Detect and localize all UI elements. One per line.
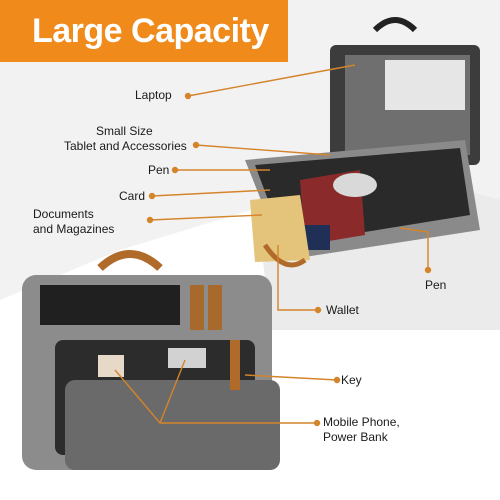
dot-key: [333, 376, 341, 384]
upper-bag: [245, 17, 480, 268]
dot-pen-right: [424, 266, 432, 274]
strap-left: [190, 285, 204, 330]
label-documents: Documents: [33, 207, 94, 221]
lower-bag: [22, 250, 280, 470]
label-small-size: Small Size: [96, 124, 153, 138]
mouse-device: [333, 173, 377, 197]
leader-key: [244, 374, 338, 381]
leader-card: [151, 189, 271, 197]
headline-title: Large Capacity: [32, 12, 269, 50]
dot-pen-left: [171, 166, 179, 174]
leader-laptop: [187, 64, 356, 97]
lower-bag-top-panel: [40, 285, 180, 325]
power-bank-device: [168, 348, 206, 368]
label-key: Key: [341, 373, 362, 387]
dot-wallet: [314, 306, 322, 314]
label-mobile-phone: Mobile Phone,: [323, 415, 400, 429]
dot-card: [148, 192, 156, 200]
headline-banner: [0, 0, 288, 62]
leader-lines: [114, 64, 432, 427]
strap-right: [208, 285, 222, 330]
documents-stack: [250, 195, 310, 262]
front-flap: [65, 380, 280, 470]
dot-mobile: [313, 419, 321, 427]
label-pen-right: Pen: [425, 278, 447, 292]
label-card: Card: [119, 189, 146, 203]
upper-handle: [372, 17, 418, 33]
dot-laptop: [184, 92, 192, 100]
upper-strap: [262, 243, 307, 268]
leader-power-bank: [159, 359, 186, 424]
label-magazines: and Magazines: [33, 222, 115, 236]
label-tablet-accessories: Tablet and Accessories: [64, 139, 187, 153]
label-pen-left: Pen: [148, 163, 170, 177]
lower-handle: [97, 250, 163, 272]
label-wallet: Wallet: [326, 303, 359, 317]
dot-documents: [146, 216, 154, 224]
phone-device: [98, 355, 124, 377]
laptop-device: [385, 60, 465, 110]
leader-tablet: [195, 144, 331, 156]
label-power-bank: Power Bank: [323, 430, 388, 444]
key-strap: [230, 340, 240, 390]
leader-wallet: [277, 245, 318, 311]
dot-tablet: [192, 141, 200, 149]
leader-pen-right: [399, 227, 429, 270]
label-laptop: Laptop: [135, 88, 172, 102]
leader-documents: [149, 214, 263, 221]
